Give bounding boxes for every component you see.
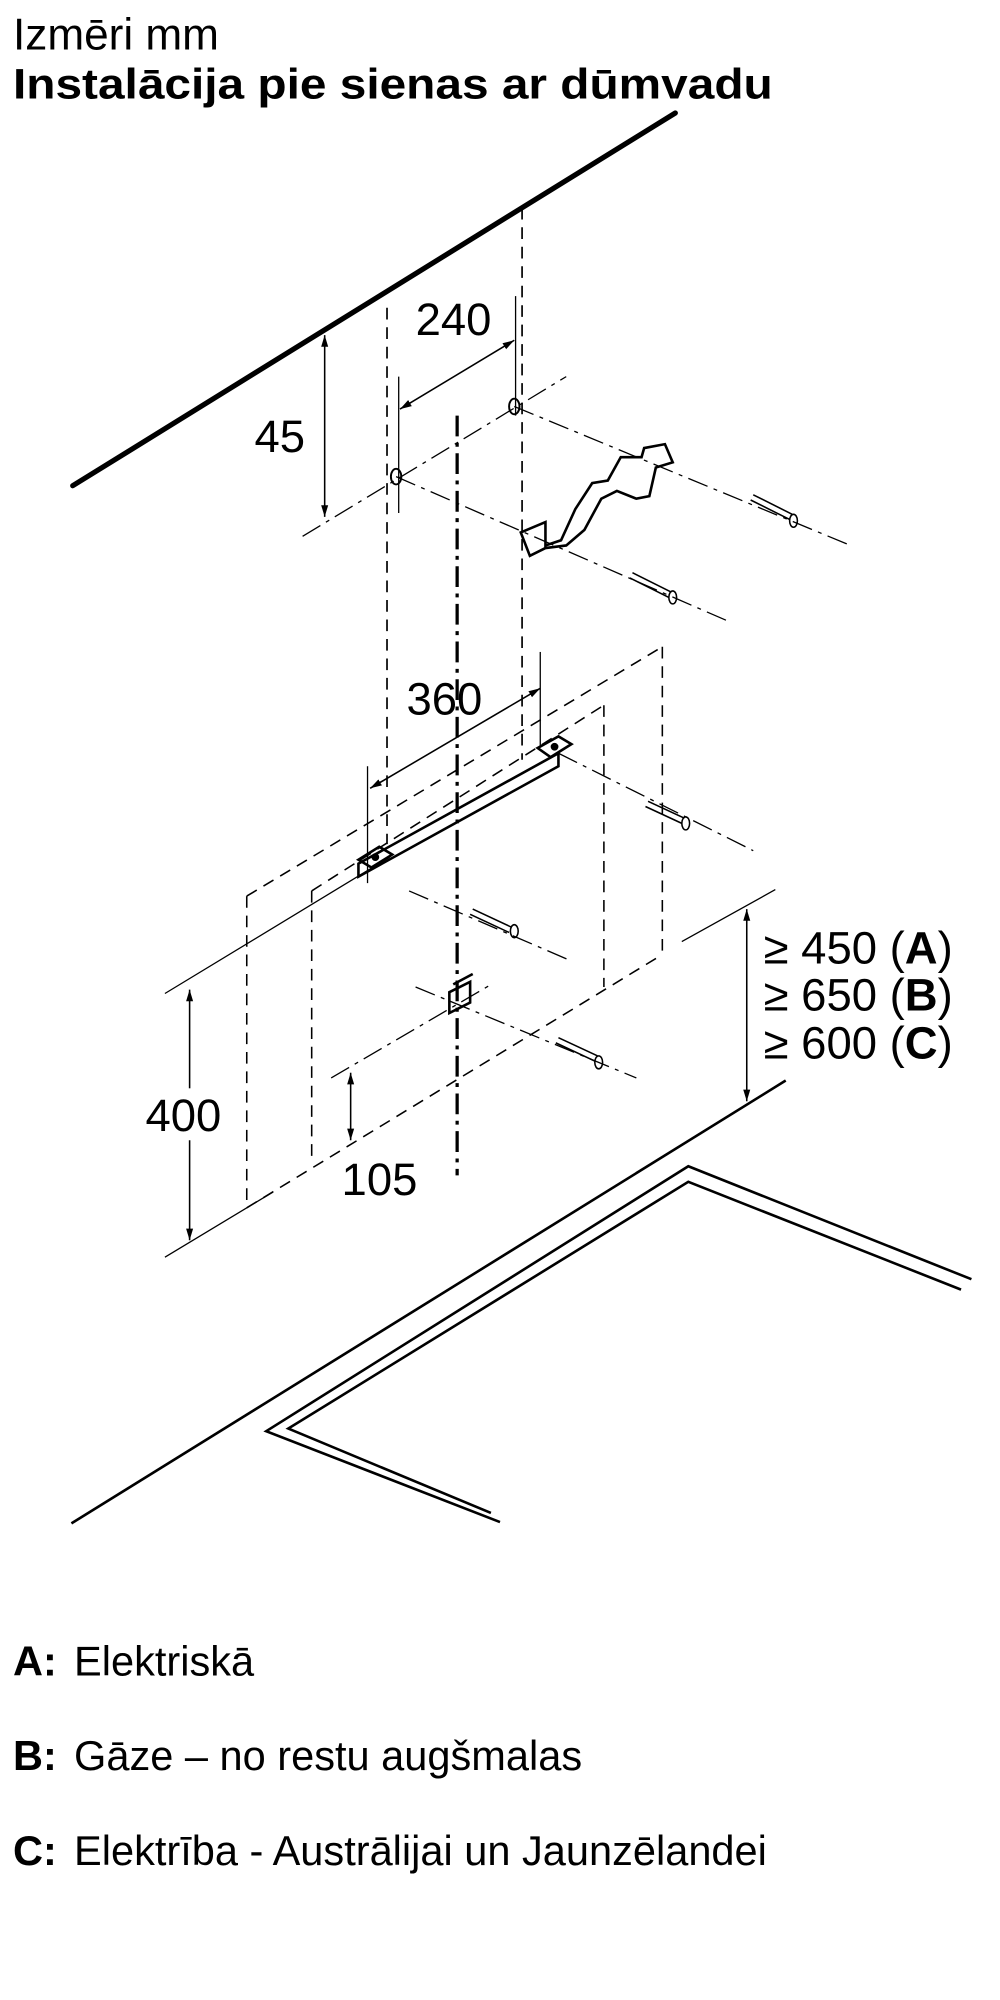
svg-text:≥ 600 (C): ≥ 600 (C) (764, 1017, 953, 1068)
page-title: Instalācija pie sienas ar dūmvadu (13, 61, 773, 109)
hood-outline (245, 646, 664, 1209)
dimension-clearance: ≥ 450 (A) ≥ 650 (B) ≥ 600 (C) (681, 889, 953, 1102)
dimension-240: 240 (398, 294, 517, 513)
ceiling-line (70, 110, 678, 489)
svg-text:240: 240 (416, 294, 492, 345)
svg-text:45: 45 (255, 411, 306, 462)
dimension-360: 360 (366, 651, 541, 884)
svg-text:105: 105 (342, 1154, 418, 1205)
dimension-105: 105 (342, 1072, 418, 1205)
legend-item-c: C:Elektrība - Austrālijai un Jaunzēlande… (13, 1827, 767, 1874)
safety-clip-icon (448, 972, 474, 1016)
svg-text:≥ 650 (B): ≥ 650 (B) (764, 969, 953, 1020)
legend: A:Elektriskā B:Gāze – no restu augšmalas… (13, 1637, 767, 1874)
legend-item-b: B:Gāze – no restu augšmalas (13, 1732, 582, 1779)
svg-text:400: 400 (145, 1090, 221, 1141)
svg-text:360: 360 (406, 673, 482, 724)
svg-text:≥ 450 (A): ≥ 450 (A) (764, 923, 953, 974)
dimension-45: 45 (255, 335, 329, 517)
screw-icons (469, 494, 799, 1070)
units-subtitle: Izmēri mm (13, 10, 219, 59)
guide-lines (302, 207, 851, 1176)
wall-bracket-top-icon (519, 442, 675, 558)
mounting-rail-icon (355, 734, 574, 879)
dimension-400: 400 (140, 856, 390, 1258)
drill-hole-icon (389, 467, 403, 486)
hob-outline (263, 1164, 972, 1524)
countertop-line (70, 1079, 787, 1525)
legend-item-a: A:Elektriskā (13, 1637, 255, 1684)
